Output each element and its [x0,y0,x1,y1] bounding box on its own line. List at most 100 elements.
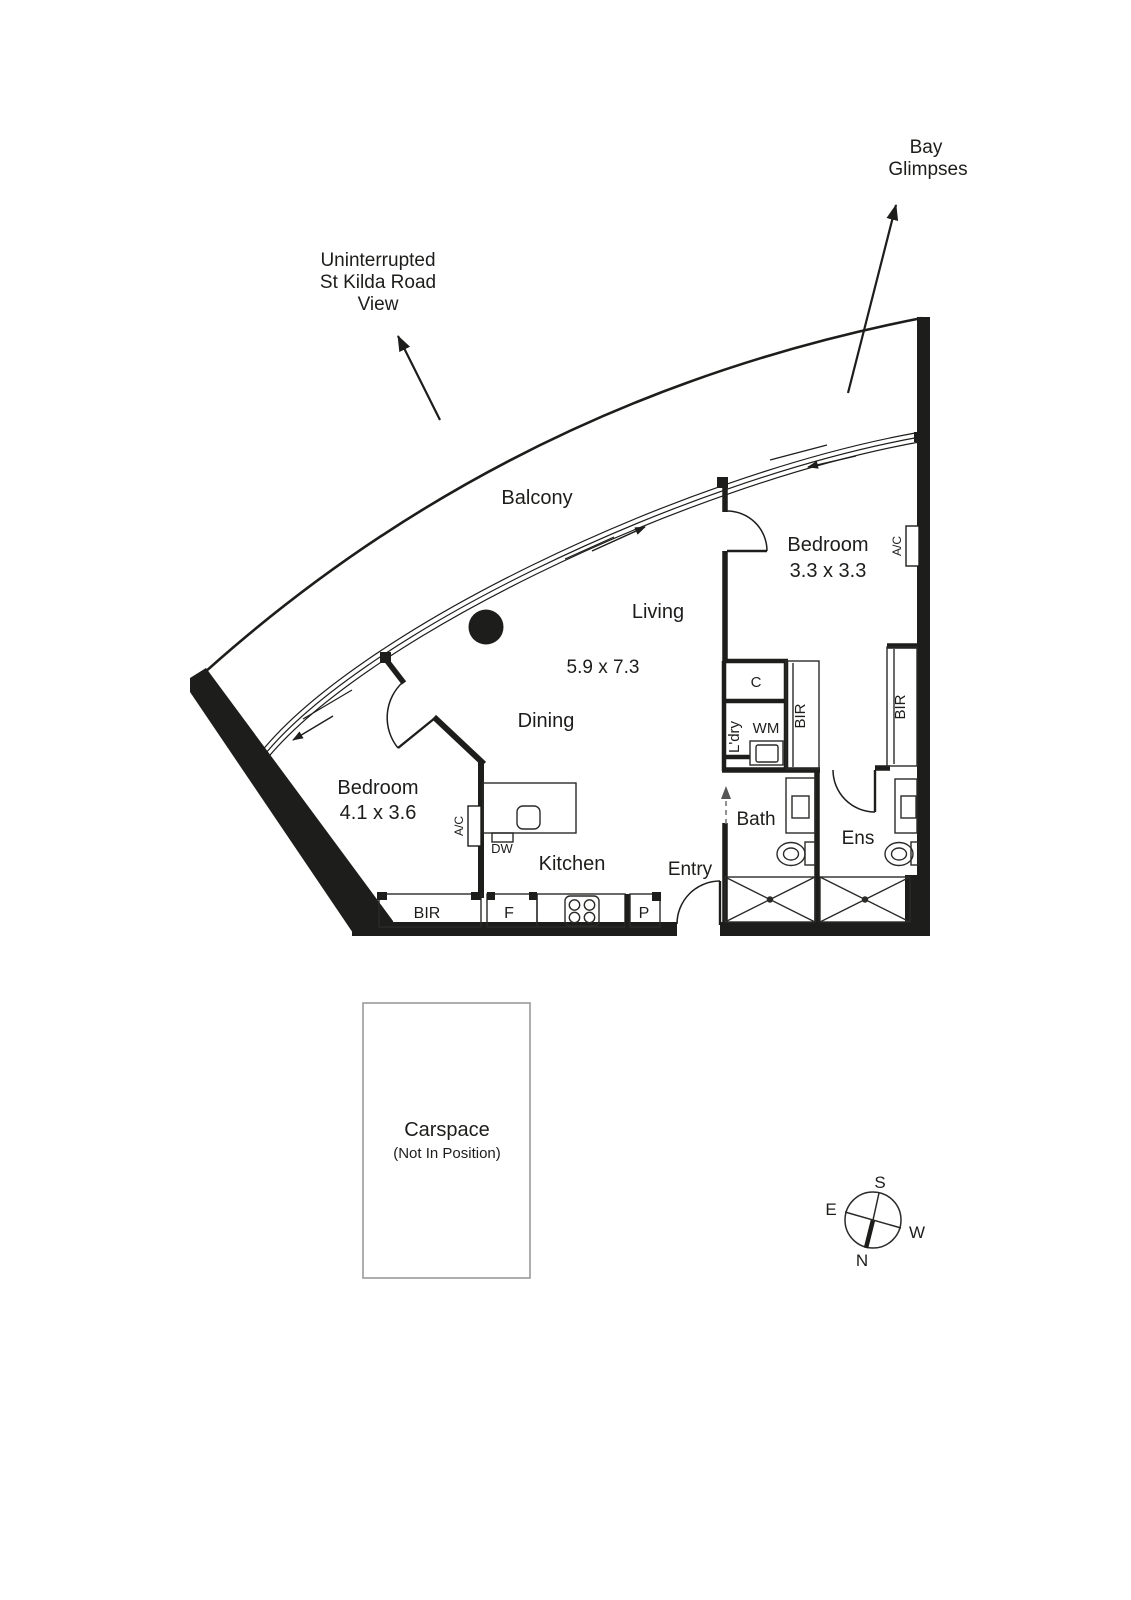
compass-south-label: S [874,1173,885,1192]
dishwasher-box [491,832,514,843]
compass-north-label: N [856,1251,868,1270]
ens-corner-wall [905,875,930,936]
ens-fixtures [819,778,920,923]
balcony-label: Balcony [501,487,572,509]
ac-unit-bed1 [905,525,920,567]
bath-shower-drain [766,896,774,903]
bath-vanity [785,777,816,834]
pantry-label: P [639,905,650,922]
bath-shower-tray [724,876,816,923]
track-post-sw [253,756,263,766]
entry-door-arc [676,880,721,925]
carspace-subtitle: (Not In Position) [393,1145,501,1162]
bedroom-second-dim-label: 4.1 x 3.6 [340,802,417,824]
bedroom-main-label: Bedroom [787,534,868,556]
compass-west-label: W [909,1223,925,1242]
bir-left-label: BIR [792,703,809,728]
bay-note-line2: Glimpses [888,159,967,180]
carspace-title: Carspace [404,1119,490,1141]
sink-icon [516,805,541,830]
bed1-door-arc [726,510,768,552]
cooktop-icon [564,895,600,927]
bath-toilet-inner [782,847,800,861]
bedroom-second-label: Bedroom [337,777,418,799]
compass: S E W N [825,1173,925,1270]
ens-label: Ens [842,828,875,849]
view-note-line1: Uninterrupted [320,250,435,271]
bed2-bir-cabinet [378,893,482,928]
column-dot [468,609,504,645]
view-note-line3: View [358,294,399,315]
kitchen-island [482,782,577,834]
ac-unit-bed2 [467,805,482,847]
compass-needle-eastwest [844,1211,902,1229]
view-note-line2: St Kilda Road [320,272,436,293]
ens-cistern [910,841,920,866]
robes [785,646,918,770]
bath-basin [791,795,810,819]
washing-machine-box [749,740,784,766]
ac-bed2-label: A/C [452,816,466,836]
track-panel-2 [564,536,615,560]
dining-label: Dining [518,710,575,732]
southwest-diagonal-wall [190,668,393,936]
carspace: Carspace (Not In Position) [362,1002,531,1279]
ens-shower-tray [819,876,911,923]
bir-left-box [785,660,820,770]
room-labels: Balcony Living 5.9 x 7.3 Dining Bedroom … [337,487,874,880]
kitchen-fixtures [377,782,661,928]
sliding-door-track [253,431,924,768]
burner-3 [568,911,581,924]
kitchen-label: Kitchen [539,853,606,875]
east-wall [917,317,930,936]
entry-label: Entry [668,859,713,880]
ens-toilet-icon [884,841,914,867]
closet-label: C [751,674,762,691]
bed2-door-stub [381,655,407,685]
track-post-east [914,432,924,442]
cabinet-ticks [377,892,661,901]
slide-arrow-west [292,715,334,741]
ens-toilet-inner [890,847,908,861]
living-dim-label: 5.9 x 7.3 [567,657,640,678]
fridge-label: F [504,905,514,922]
compass-east-label: E [825,1200,836,1219]
living-label: Living [632,601,684,623]
cabinet-divider-wall [625,894,630,927]
bir-right-label: BIR [892,694,909,719]
bir-right-box [886,646,918,767]
burner-2 [583,899,596,911]
bay-note-line1: Bay [910,137,943,158]
bath-fixtures [724,777,816,923]
bedroom-main-dim-label: 3.3 x 3.3 [790,560,867,582]
slide-arrow-east [807,455,857,469]
burner-4 [583,911,596,924]
ens-door-arc [832,769,876,813]
bed2-door-arc [386,681,404,749]
burner-1 [568,899,581,911]
view-arrow [397,335,441,421]
fixture-labels: C WM DW BIR F P BIR BIR A/C A/C [414,536,909,922]
track-panel-1 [302,689,353,720]
compass-needle-north [863,1219,876,1249]
bath-shower-icon [724,876,816,923]
bed2-door-leaf [397,717,436,749]
slide-arrow-middle [591,526,646,552]
ens-shower-icon [819,876,911,923]
ens-vanity [894,778,918,834]
track-panel-3 [769,444,828,461]
dishwasher-label: DW [491,841,513,856]
view-note: Uninterrupted St Kilda Road View [320,250,441,421]
bed2-angled-wall [431,714,487,767]
washing-machine-drum [755,744,779,763]
laundry-label: L'dry [726,720,743,753]
compass-circle [844,1191,902,1249]
ac-bed1-label: A/C [890,536,904,556]
track-line-outer [255,431,919,759]
laundry-fixtures [749,740,784,766]
cooktop-outline [564,895,600,927]
compass-needle-south [872,1192,880,1221]
